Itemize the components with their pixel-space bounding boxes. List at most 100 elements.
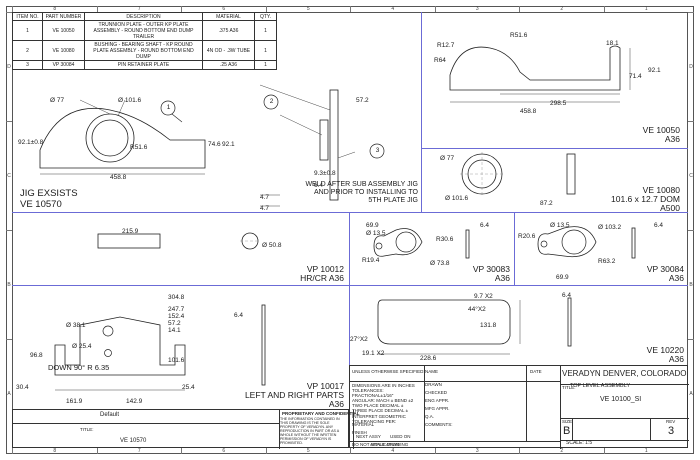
bom-cell: 2: [12, 40, 43, 61]
zone-col: 1: [603, 6, 689, 12]
view-divider: [514, 212, 515, 285]
sub-config: Default: [100, 412, 120, 418]
vp10017-desc: LEFT AND RIGHT PARTS: [244, 390, 344, 400]
zone-row: D: [688, 12, 694, 121]
bom-cell: 1: [254, 60, 277, 70]
dim-label: 9.7 X2: [474, 293, 493, 300]
tb-do-not-scale: DO NOT SCALE DRAWING: [352, 442, 409, 447]
view-divider: [12, 285, 688, 286]
bom-cell: 1: [12, 20, 43, 41]
zone-markers-right: D C B A: [688, 12, 694, 448]
dim-label: 161.9: [66, 398, 83, 405]
vp10012-drawing: [97, 232, 260, 250]
title-block: [349, 365, 689, 449]
tb-next-assy: NEXT ASSY: [356, 434, 381, 439]
balloon-1: 1: [166, 104, 171, 111]
view-divider: [12, 212, 688, 213]
zone-col: 5: [265, 448, 351, 454]
dim-label: 96.8: [30, 352, 43, 359]
dim-label: 228.6: [420, 355, 437, 362]
dim-label: R51.6: [130, 144, 148, 151]
dim-label: 92.1: [648, 67, 661, 74]
jig-assembly-drawing: [39, 99, 206, 175]
dim-label: Ø 38.1: [66, 322, 86, 329]
dim-label: R19.4: [362, 257, 380, 264]
zone-row: B: [688, 230, 694, 339]
tb-name-label: NAME: [425, 369, 439, 374]
zone-col: 4: [350, 448, 435, 454]
tb-drawing-number: VE 10100_SI: [600, 396, 642, 403]
tb-row-checked: CHECKED: [425, 390, 448, 395]
dim-label: 71.4: [629, 73, 642, 80]
dim-label: 9.3±0.8: [314, 170, 336, 177]
zone-col: 1: [603, 448, 689, 454]
dim-label: 458.8: [520, 108, 537, 115]
zone-col: 6: [181, 448, 266, 454]
tb-tolerance-line: TWO PLACE DECIMAL ±: [352, 403, 404, 408]
tb-used-on: USED ON: [390, 434, 411, 439]
dim-label: 44°X2: [468, 306, 486, 313]
balloon-3-graphic: [369, 143, 385, 159]
ve10050-drawing: [449, 45, 631, 103]
ve10050-material: A36: [664, 134, 680, 144]
jig-part-label: VE 10570: [20, 199, 62, 210]
dim-label: 131.8: [480, 322, 497, 329]
bom-cell: VE 10080: [42, 40, 85, 61]
bom-cell: 4N OD - .3W TUBE: [202, 40, 255, 61]
dim-label: 458.8: [110, 174, 127, 181]
zone-col: 5: [265, 6, 351, 12]
sub-title-label: TITLE:: [80, 427, 94, 432]
tb-tolerance-line: DIMENSIONS ARE IN INCHES: [352, 383, 415, 388]
vp30083-part: VP 30083: [472, 264, 510, 274]
tb-row-qa: Q.A.: [425, 414, 435, 419]
tb-tolerance-line: ANGULAR: MACH ± BEND ±2: [352, 398, 414, 403]
dim-label: 92.1: [222, 141, 235, 148]
bom-cell: TRUNNION PLATE - OUTER KP PLATE ASSEMBLY…: [84, 20, 203, 41]
bom-header: PART NUMBER: [42, 12, 85, 21]
vp30084-part: VP 30084: [646, 264, 684, 274]
tb-company: VERADYN DENVER, COLORADO: [562, 369, 687, 378]
ve10080-size: 101.6 x 12.7 DOM: [611, 194, 680, 204]
dim-label: R20.6: [518, 233, 536, 240]
bom-cell: .25 A36: [202, 60, 255, 70]
dim-label: R63.2: [598, 258, 616, 265]
zone-col: 3: [434, 6, 520, 12]
dim-label: Ø 103.2: [598, 224, 622, 231]
weld-note-line3: 5TH PLATE JIG: [368, 197, 418, 204]
zone-col: 6: [181, 6, 266, 12]
dim-label: R64: [434, 57, 446, 64]
bom-cell: VE 10050: [42, 20, 85, 41]
dim-label: 304.8: [168, 294, 185, 301]
zone-row: A: [6, 339, 12, 448]
balloon-2-graphic: [263, 94, 279, 110]
weld-side-view-drawing: [259, 84, 356, 207]
bom-cell: 1: [254, 40, 277, 61]
tb-row-eng: ENG APPR.: [425, 398, 450, 403]
vp30084-drawing: [537, 226, 636, 259]
vp10017-drawing: [54, 304, 266, 391]
tb-row-drawn: DRAWN: [425, 382, 442, 387]
bom-row: 3 VP 30084 PIN RETAINER PLATE .25 A36 1: [12, 60, 277, 70]
dim-label: 6.4: [234, 312, 244, 319]
bom-cell: VP 30084: [42, 60, 85, 70]
balloon-1-graphic: [160, 100, 183, 123]
zone-col: 8: [12, 6, 97, 12]
tb-tolerance-line: TOLERANCES:: [352, 388, 384, 393]
vp10017-bend-note: DOWN 90° R 6.35: [48, 363, 110, 372]
bom-header: MATERIAL: [202, 12, 255, 21]
zone-col: 8: [12, 448, 97, 454]
dim-label: 6.4: [562, 292, 572, 299]
ve10220-material: A36: [668, 354, 684, 364]
bom-header: DESCRIPTION: [84, 12, 203, 21]
weld-note-line2: AND PRIOR TO INSTALLING TO: [314, 189, 418, 196]
dim-label: Ø 25.4: [72, 343, 92, 350]
zone-markers-top: 8 7 6 5 4 3 2 1: [12, 6, 688, 12]
tb-rev: 3: [668, 425, 675, 437]
zone-col: 7: [96, 6, 182, 12]
bill-of-materials: ITEM NO. PART NUMBER DESCRIPTION MATERIA…: [12, 12, 277, 70]
tb-tolerance-line: FRACTIONAL±1/16": [352, 393, 394, 398]
sub-title-block: [12, 409, 354, 449]
ve10050-part: VE 10050: [642, 125, 680, 135]
zone-col: 3: [434, 448, 520, 454]
vp10012-material: HR/CR A36: [300, 273, 344, 283]
